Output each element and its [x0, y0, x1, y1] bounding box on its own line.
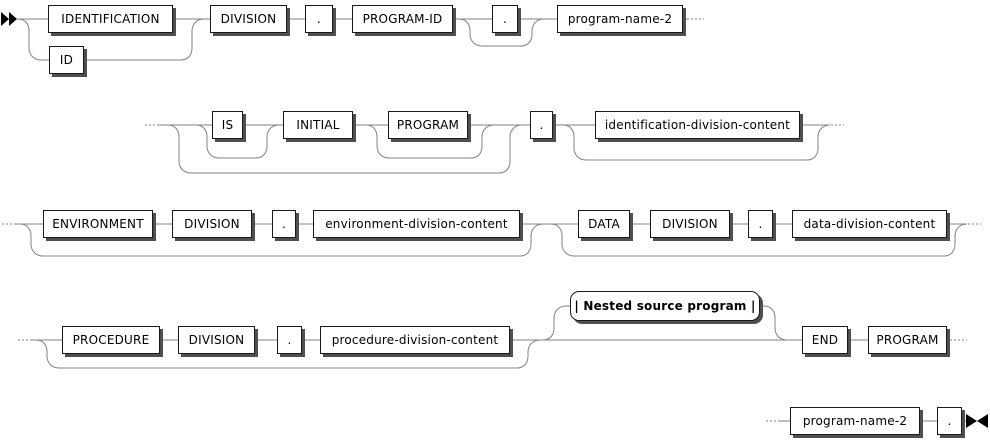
node-environment-division-content: environment-division-content	[313, 210, 520, 238]
node-is: IS	[212, 111, 243, 139]
node-program-name-2b: program-name-2	[790, 407, 920, 435]
node-procedure: PROCEDURE	[62, 326, 160, 354]
node-id: ID	[49, 46, 84, 74]
node-period-5: .	[748, 210, 773, 238]
node-period-3: .	[530, 111, 553, 139]
row2-lines	[158, 124, 831, 174]
row3-lines	[15, 223, 968, 257]
node-division-3: DIVISION	[650, 210, 730, 238]
start-arrow-icon	[1, 12, 17, 26]
node-period-2: .	[492, 5, 518, 33]
end-arrow-icon	[966, 414, 988, 428]
node-program-id: PROGRAM-ID	[352, 5, 453, 33]
node-period-6: .	[277, 326, 302, 354]
node-nested-source-program: | Nested source program |	[570, 291, 760, 321]
node-identification-division-content: identification-division-content	[595, 111, 800, 139]
node-program-name-2: program-name-2	[557, 5, 683, 33]
node-period-4: .	[272, 210, 296, 238]
node-identification: IDENTIFICATION	[48, 5, 173, 33]
node-period-7: .	[937, 407, 962, 435]
node-procedure-division-content: procedure-division-content	[320, 326, 510, 354]
node-data: DATA	[578, 210, 630, 238]
node-division-1: DIVISION	[210, 5, 287, 33]
node-end: END	[802, 326, 848, 354]
node-division-2: DIVISION	[172, 210, 252, 238]
node-data-division-content: data-division-content	[792, 210, 947, 238]
node-period-1: .	[305, 5, 333, 33]
row4-lines	[31, 305, 952, 369]
row1-lines	[17, 18, 689, 61]
node-program-2: PROGRAM	[868, 326, 947, 354]
node-program-1: PROGRAM	[388, 111, 468, 139]
node-initial: INITIAL	[283, 111, 353, 139]
node-environment: ENVIRONMENT	[43, 210, 153, 238]
node-division-4: DIVISION	[178, 326, 255, 354]
